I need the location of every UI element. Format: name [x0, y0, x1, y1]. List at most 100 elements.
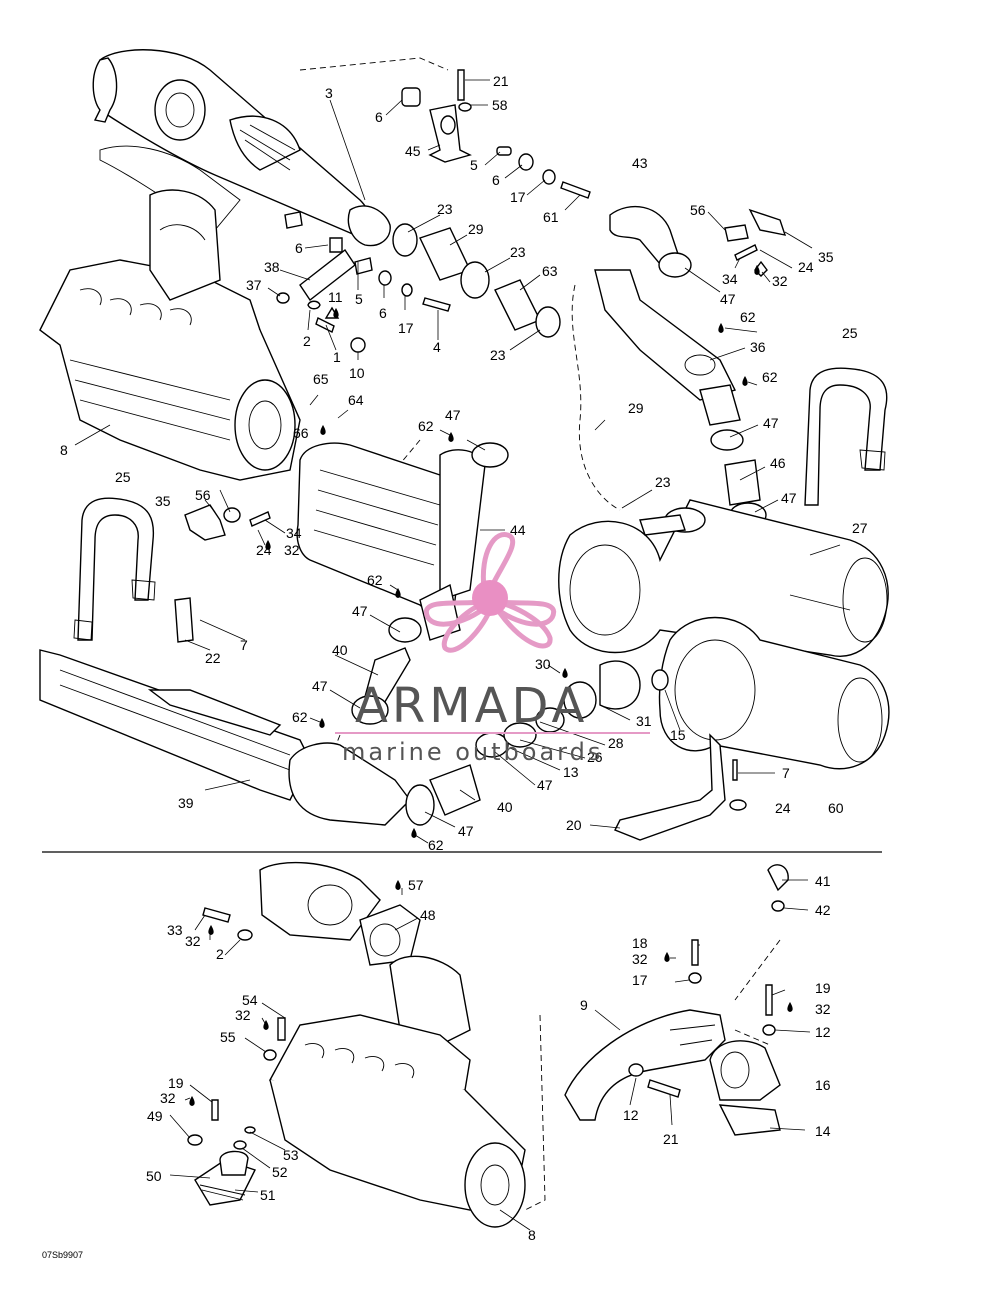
- callout-25: 25: [842, 325, 858, 341]
- callout-27: 27: [852, 520, 868, 536]
- engine-mount-group: [187, 907, 286, 1206]
- callout-40: 40: [332, 642, 348, 658]
- callout-38: 38: [264, 259, 280, 275]
- callout-32: 32: [632, 951, 648, 967]
- callout-7: 7: [240, 637, 248, 653]
- callout-32: 32: [235, 1007, 251, 1023]
- callout-63: 63: [542, 263, 558, 279]
- callout-17: 17: [632, 972, 648, 988]
- watermark-brand: ARMADA: [355, 678, 588, 734]
- callout-45: 45: [405, 143, 421, 159]
- callout-6: 6: [379, 305, 387, 321]
- callout-41: 41: [815, 873, 831, 889]
- callout-20: 20: [566, 817, 582, 833]
- callout-14: 14: [815, 1123, 831, 1139]
- callout-51: 51: [260, 1187, 276, 1203]
- heat-shield-9: [564, 1009, 726, 1121]
- callout-18: 18: [632, 935, 648, 951]
- callout-62: 62: [740, 309, 756, 325]
- callout-13: 13: [563, 764, 579, 780]
- callout-32: 32: [772, 273, 788, 289]
- callout-29: 29: [468, 221, 484, 237]
- callout-24: 24: [798, 259, 814, 275]
- pipe-40-group: [288, 617, 597, 826]
- callout-31: 31: [636, 713, 652, 729]
- callout-15: 15: [670, 727, 686, 743]
- callout-35: 35: [818, 249, 834, 265]
- callout-24: 24: [256, 542, 272, 558]
- callout-30: 30: [535, 656, 551, 672]
- callout-56: 56: [195, 487, 211, 503]
- callout-29: 29: [628, 400, 644, 416]
- callout-52: 52: [272, 1164, 288, 1180]
- callout-62: 62: [367, 572, 383, 588]
- watermark-tagline: marine outboards: [342, 738, 603, 766]
- callout-53: 53: [283, 1147, 299, 1163]
- callout-39: 39: [178, 795, 194, 811]
- resonator-44: [296, 442, 509, 641]
- callout-5: 5: [355, 291, 363, 307]
- sealant-drop-icons: [189, 265, 793, 1106]
- drawing-code: 07Sb9907: [42, 1250, 83, 1260]
- callout-6: 6: [375, 109, 383, 125]
- muffler-27: [558, 499, 889, 657]
- bracket-35-left: [174, 504, 271, 643]
- callout-55: 55: [220, 1029, 236, 1045]
- callout-42: 42: [815, 902, 831, 918]
- callout-47: 47: [312, 678, 328, 694]
- callout-64: 64: [348, 392, 364, 408]
- callout-8: 8: [528, 1227, 536, 1243]
- callout-66: 66: [293, 425, 309, 441]
- callout-62: 62: [428, 837, 444, 853]
- callout-57: 57: [408, 877, 424, 893]
- strap-20: [614, 733, 747, 841]
- callout-40: 40: [497, 799, 513, 815]
- callout-47: 47: [763, 415, 779, 431]
- callout-54: 54: [242, 992, 258, 1008]
- callout-10: 10: [349, 365, 365, 381]
- callout-47: 47: [720, 291, 736, 307]
- fastener-group-right: [688, 864, 789, 1036]
- callout-2: 2: [216, 946, 224, 962]
- callout-47: 47: [352, 603, 368, 619]
- bracket-45-group: [276, 69, 591, 353]
- callout-8: 8: [60, 442, 68, 458]
- strap-25-right: [804, 367, 888, 506]
- resonator-16: [709, 1040, 781, 1136]
- callout-44: 44: [510, 522, 526, 538]
- callout-16: 16: [815, 1077, 831, 1093]
- callout-6: 6: [295, 240, 303, 256]
- callout-61: 61: [543, 209, 559, 225]
- callout-12: 12: [815, 1024, 831, 1040]
- callout-60: 60: [828, 800, 844, 816]
- callout-43: 43: [632, 155, 648, 171]
- callout-23: 23: [655, 474, 671, 490]
- callout-17: 17: [510, 189, 526, 205]
- strap-25-left: [73, 497, 156, 641]
- callout-62: 62: [762, 369, 778, 385]
- callout-26: 26: [587, 749, 603, 765]
- callout-leader-lines: [74, 79, 841, 1231]
- callout-58: 58: [492, 97, 508, 113]
- callout-2: 2: [303, 333, 311, 349]
- callout-19: 19: [815, 980, 831, 996]
- callout-12: 12: [623, 1107, 639, 1123]
- callout-47: 47: [445, 407, 461, 423]
- callout-46: 46: [770, 455, 786, 471]
- callout-32: 32: [815, 1001, 831, 1017]
- callout-24: 24: [775, 800, 791, 816]
- callout-34: 34: [286, 525, 302, 541]
- callout-32: 32: [185, 933, 201, 949]
- callout-47: 47: [781, 490, 797, 506]
- bracket-35-top: [724, 208, 787, 277]
- callout-65: 65: [313, 371, 329, 387]
- callout-21: 21: [663, 1131, 679, 1147]
- callout-33: 33: [167, 922, 183, 938]
- callout-32: 32: [284, 542, 300, 558]
- callout-34: 34: [722, 271, 738, 287]
- callout-11: 11: [328, 289, 343, 305]
- callout-48: 48: [420, 907, 436, 923]
- muffler-15: [599, 616, 890, 770]
- callout-50: 50: [146, 1168, 162, 1184]
